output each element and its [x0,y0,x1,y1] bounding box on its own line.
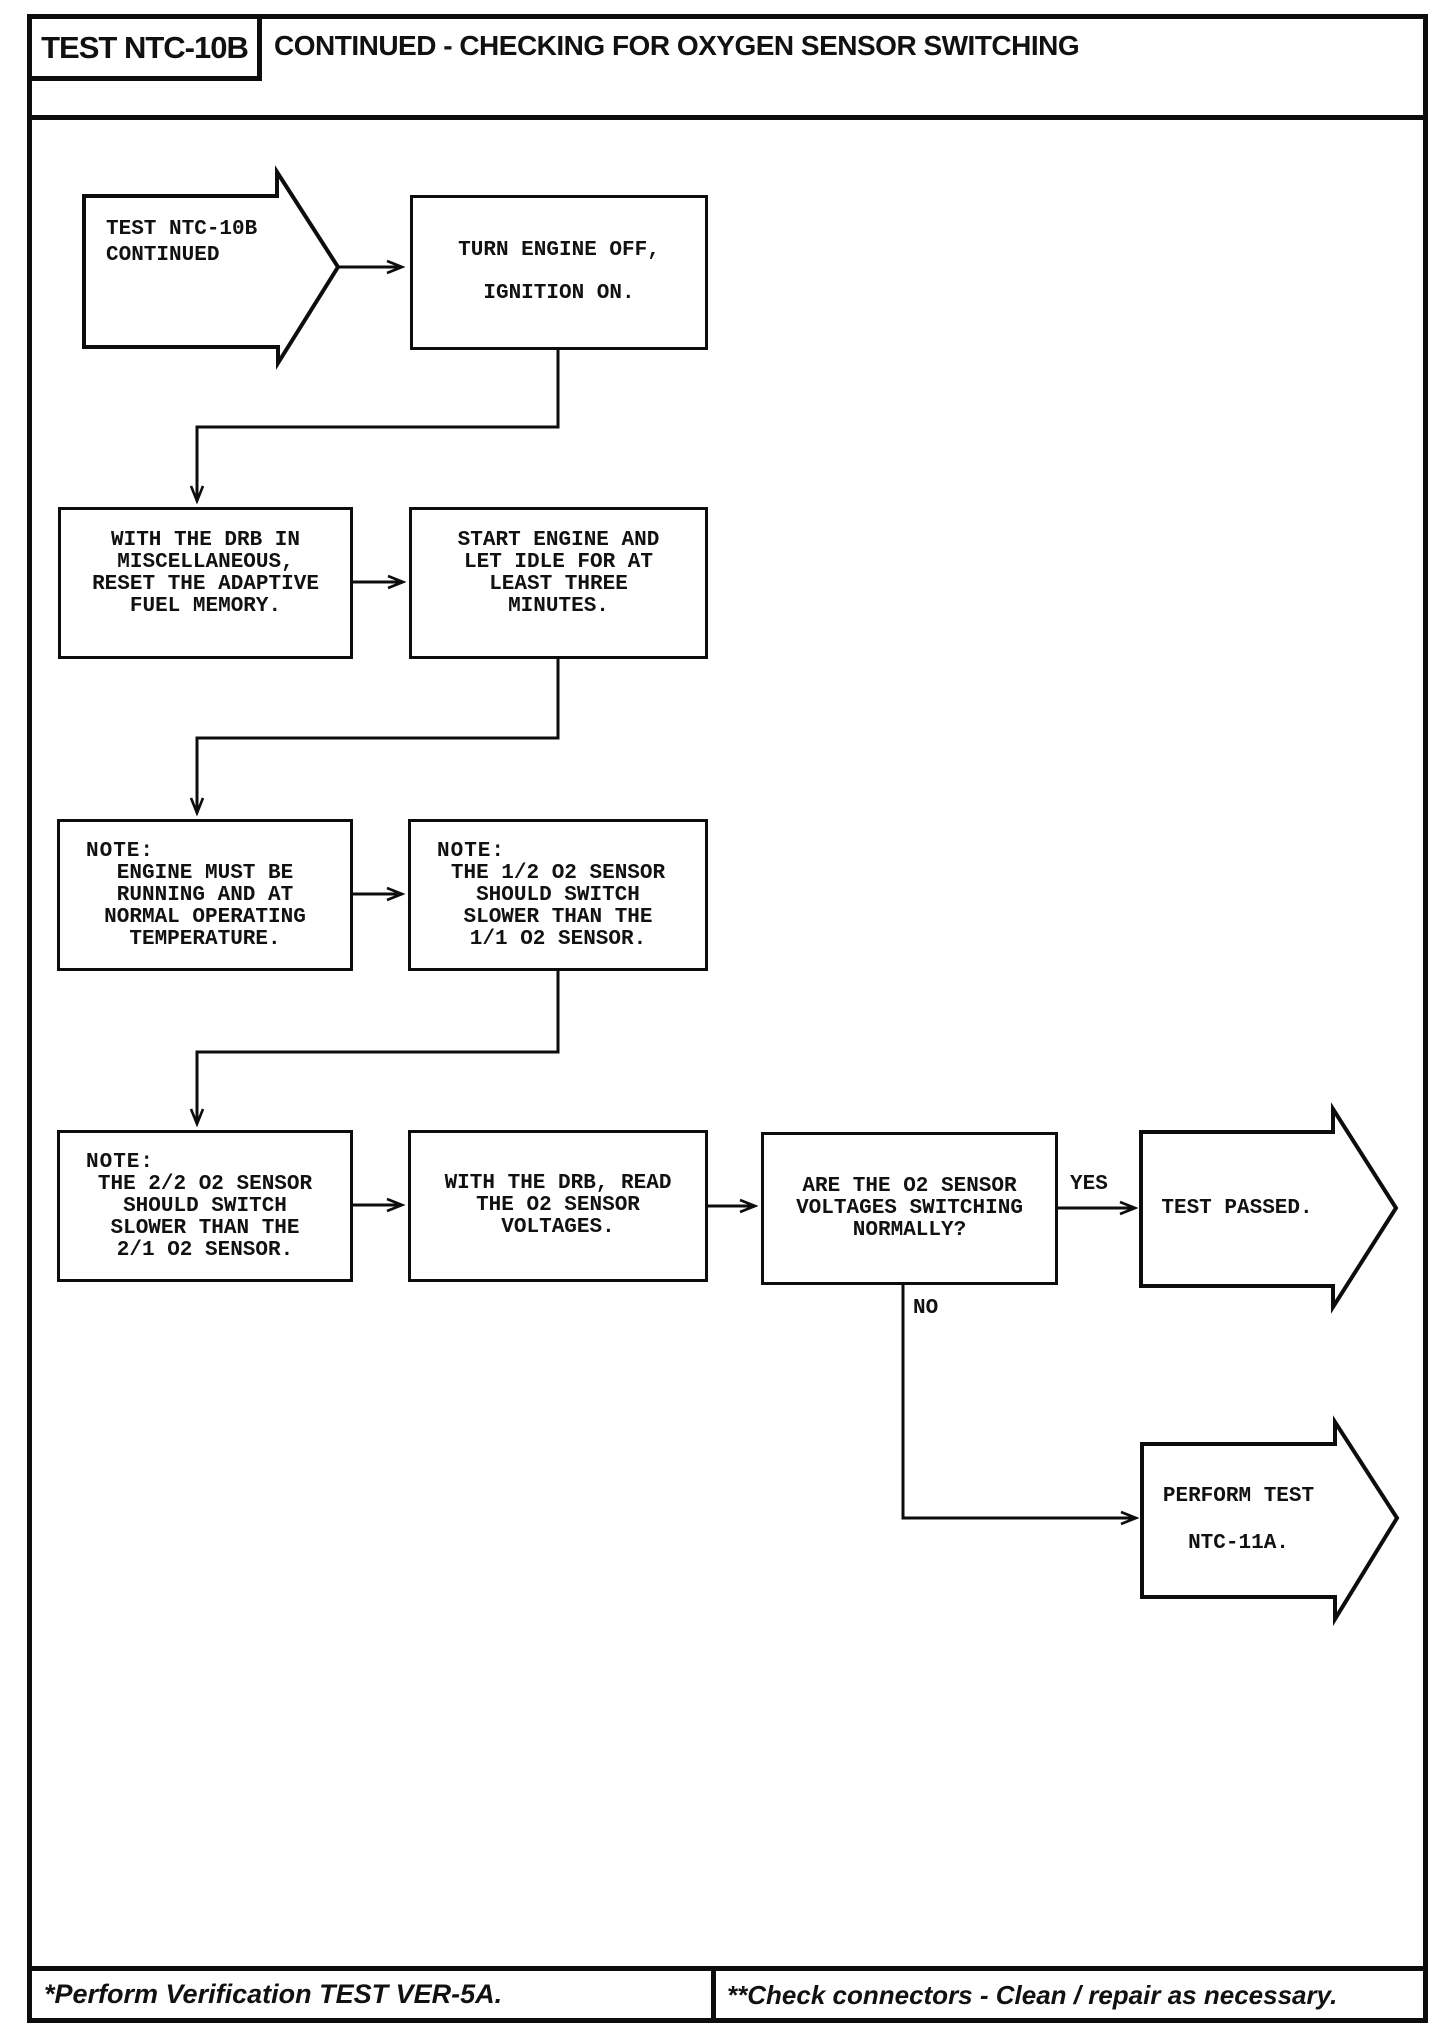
note-label: NOTE: [86,840,155,863]
text-line: RUNNING AND AT [116,884,294,907]
text-line: SHOULD SWITCH [123,1195,287,1218]
text-line: LET IDLE FOR AT [463,551,654,574]
test-id-box: TEST NTC-10B [27,14,262,81]
text-line: CONTINUED [106,244,220,267]
no-label: NO [913,1297,939,1320]
exit-test-passed-text: TEST PASSED. [1141,1132,1333,1286]
text-line: NORMAL OPERATING [104,906,306,929]
exit-arrow-test-passed-shape [1139,1102,1399,1314]
text-line: ENGINE MUST BE [116,862,294,885]
exit-arrow-perform-test-shape [1140,1415,1400,1627]
text-line: NTC-11A. [1188,1532,1289,1555]
text-line: WITH THE DRB IN [110,529,301,552]
process-box-start-engine: START ENGINE AND LET IDLE FOR AT LEAST T… [409,507,708,659]
test-id-label: TEST NTC-10B [41,29,249,65]
footer-note-verification: *Perform Verification TEST VER-5A. [44,1979,503,2009]
text-line: TURN ENGINE OFF, [458,239,660,262]
decision-box-voltages-switching: ARE THE O2 SENSOR VOLTAGES SWITCHING NOR… [761,1132,1058,1285]
text-line: 1/1 O2 SENSOR. [469,928,647,951]
footer-separator-line [27,1966,1423,1971]
text-line: START ENGINE AND [457,529,660,552]
text-line: 2/1 O2 SENSOR. [116,1239,294,1262]
note-box-engine-running: NOTE: ENGINE MUST BE RUNNING AND AT NORM… [57,819,353,971]
text-line: SLOWER THAN THE [110,1217,300,1240]
connector-note-12-to-note-22 [197,971,560,1124]
process-box-turn-engine-off: TURN ENGINE OFF, IGNITION ON. [410,195,708,350]
text-line: THE O2 SENSOR [476,1194,640,1217]
text-line: RESET THE ADAPTIVE [92,573,319,596]
footer-note-connectors: **Check connectors - Clean / repair as n… [727,1980,1338,2010]
text-line: TEMPERATURE. [129,928,281,951]
text-line: PERFORM TEST [1162,1485,1315,1508]
text-line: SLOWER THAN THE [463,906,653,929]
footer-divider-line [711,1966,716,2018]
text-line: NORMALLY? [852,1218,967,1242]
text-line: ARE THE O2 SENSOR [802,1174,1017,1198]
entry-arrow-shape [82,165,341,370]
text-line: VOLTAGES SWITCHING [796,1196,1023,1220]
text-line: THE 1/2 O2 SENSOR [450,862,666,885]
yes-label: YES [1070,1173,1108,1196]
exit-perform-test-text: PERFORM TEST NTC-11A. [1142,1444,1335,1597]
text-line: WITH THE DRB, READ [444,1172,672,1195]
text-line: SHOULD SWITCH [476,884,640,907]
text-line: IGNITION ON. [483,282,635,305]
connector-turn-engine-to-drb-reset [197,350,560,501]
text-line: THE 2/2 O2 SENSOR [97,1173,313,1196]
note-label: NOTE: [86,1151,155,1174]
note-box-sensor-2-2: NOTE: THE 2/2 O2 SENSOR SHOULD SWITCH SL… [57,1130,353,1282]
text-line: VOLTAGES. [501,1216,615,1239]
entry-arrow-text: TEST NTC-10B CONTINUED [106,217,257,269]
connector-start-engine-to-note-engine [197,659,560,813]
page-title: CONTINUED - CHECKING FOR OXYGEN SENSOR S… [274,30,1080,61]
page-border [27,14,1428,2023]
process-box-read-voltages: WITH THE DRB, READ THE O2 SENSOR VOLTAGE… [408,1130,708,1282]
note-box-sensor-1-2: NOTE: THE 1/2 O2 SENSOR SHOULD SWITCH SL… [408,819,708,971]
text-line: TEST NTC-10B [106,218,258,241]
process-box-drb-reset: WITH THE DRB IN MISCELLANEOUS, RESET THE… [58,507,353,659]
text-line: FUEL MEMORY. [129,595,282,618]
text-line: LEAST THREE [489,573,628,596]
text-line: MINUTES. [508,595,609,618]
note-label: NOTE: [437,840,506,863]
text-line: MISCELLANEOUS, [117,551,294,574]
header-separator-line [27,115,1423,120]
connector-no-to-perform-test [901,1285,1136,1518]
text-line: TEST PASSED. [1161,1197,1313,1220]
